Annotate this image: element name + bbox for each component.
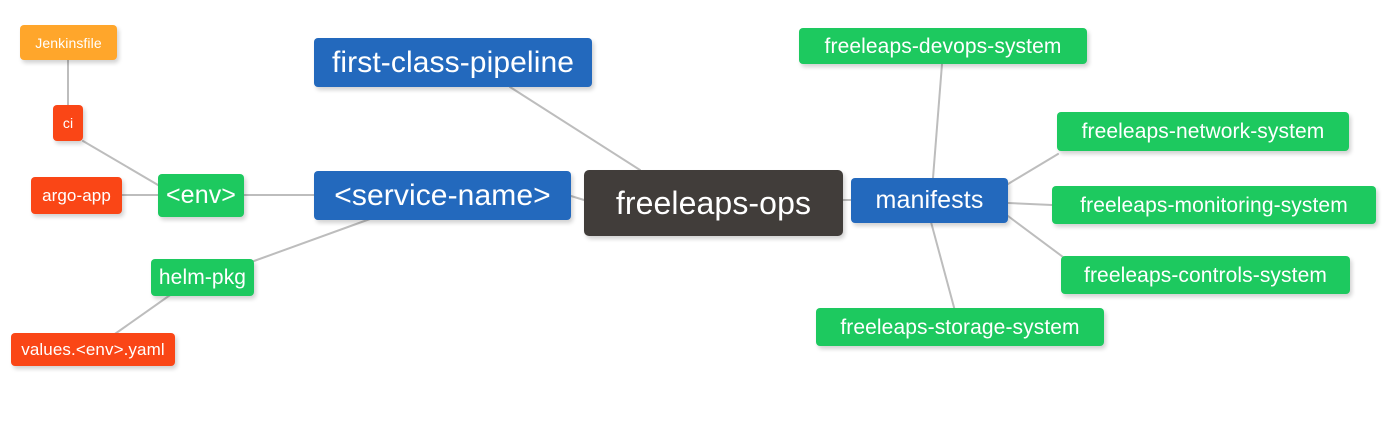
node-freeleaps-storage-system-label: freeleaps-storage-system [840, 315, 1080, 339]
edge-manifests-monitoringsystem [1007, 202, 1053, 206]
node-freeleaps-monitoring-system-label: freeleaps-monitoring-system [1080, 193, 1348, 217]
node-ci[interactable]: ci [53, 105, 83, 141]
node-env[interactable]: <env> [158, 174, 244, 217]
node-freeleaps-network-system-label: freeleaps-network-system [1081, 120, 1325, 143]
node-helm-pkg[interactable]: helm-pkg [151, 259, 254, 296]
edge-manifests-devopssystem [932, 63, 943, 179]
node-env-label: <env> [165, 181, 236, 209]
node-first-class-pipeline-label: first-class-pipeline [331, 45, 575, 79]
node-freeleaps-controls-system[interactable]: freeleaps-controls-system [1061, 256, 1350, 294]
node-argo-app[interactable]: argo-app [31, 177, 122, 214]
node-freeleaps-network-system[interactable]: freeleaps-network-system [1057, 112, 1349, 151]
node-manifests-label: manifests [875, 186, 984, 214]
node-first-class-pipeline[interactable]: first-class-pipeline [314, 38, 592, 87]
node-root-label: freeleaps-ops [615, 185, 812, 221]
node-helm-pkg-label: helm-pkg [158, 266, 247, 289]
edge-manifests-networksystem [1007, 153, 1059, 185]
edge-manifests-storagesystem [930, 221, 956, 312]
node-freeleaps-controls-system-label: freeleaps-controls-system [1084, 263, 1327, 287]
node-ci-label: ci [62, 115, 74, 131]
edge-servicename-root [570, 195, 585, 201]
node-freeleaps-devops-system[interactable]: freeleaps-devops-system [799, 28, 1087, 64]
node-root-freeleaps-ops[interactable]: freeleaps-ops [584, 170, 843, 236]
edge-firstclasspipeline-root [509, 86, 641, 171]
node-freeleaps-monitoring-system[interactable]: freeleaps-monitoring-system [1052, 186, 1376, 224]
node-values-yaml[interactable]: values.<env>.yaml [11, 333, 175, 366]
node-freeleaps-devops-system-label: freeleaps-devops-system [824, 34, 1062, 58]
node-jenkinsfile-label: Jenkinsfile [35, 34, 102, 51]
node-freeleaps-storage-system[interactable]: freeleaps-storage-system [816, 308, 1104, 346]
node-values-yaml-label: values.<env>.yaml [21, 340, 165, 359]
edge-helmpkg-servicename [253, 218, 371, 262]
edge-valuesyaml-helmpkg [111, 292, 174, 337]
node-service-name-label: <service-name> [334, 178, 551, 212]
node-service-name[interactable]: <service-name> [314, 171, 571, 220]
node-manifests[interactable]: manifests [851, 178, 1008, 223]
node-jenkinsfile[interactable]: Jenkinsfile [20, 25, 117, 60]
node-argo-app-label: argo-app [42, 186, 111, 205]
